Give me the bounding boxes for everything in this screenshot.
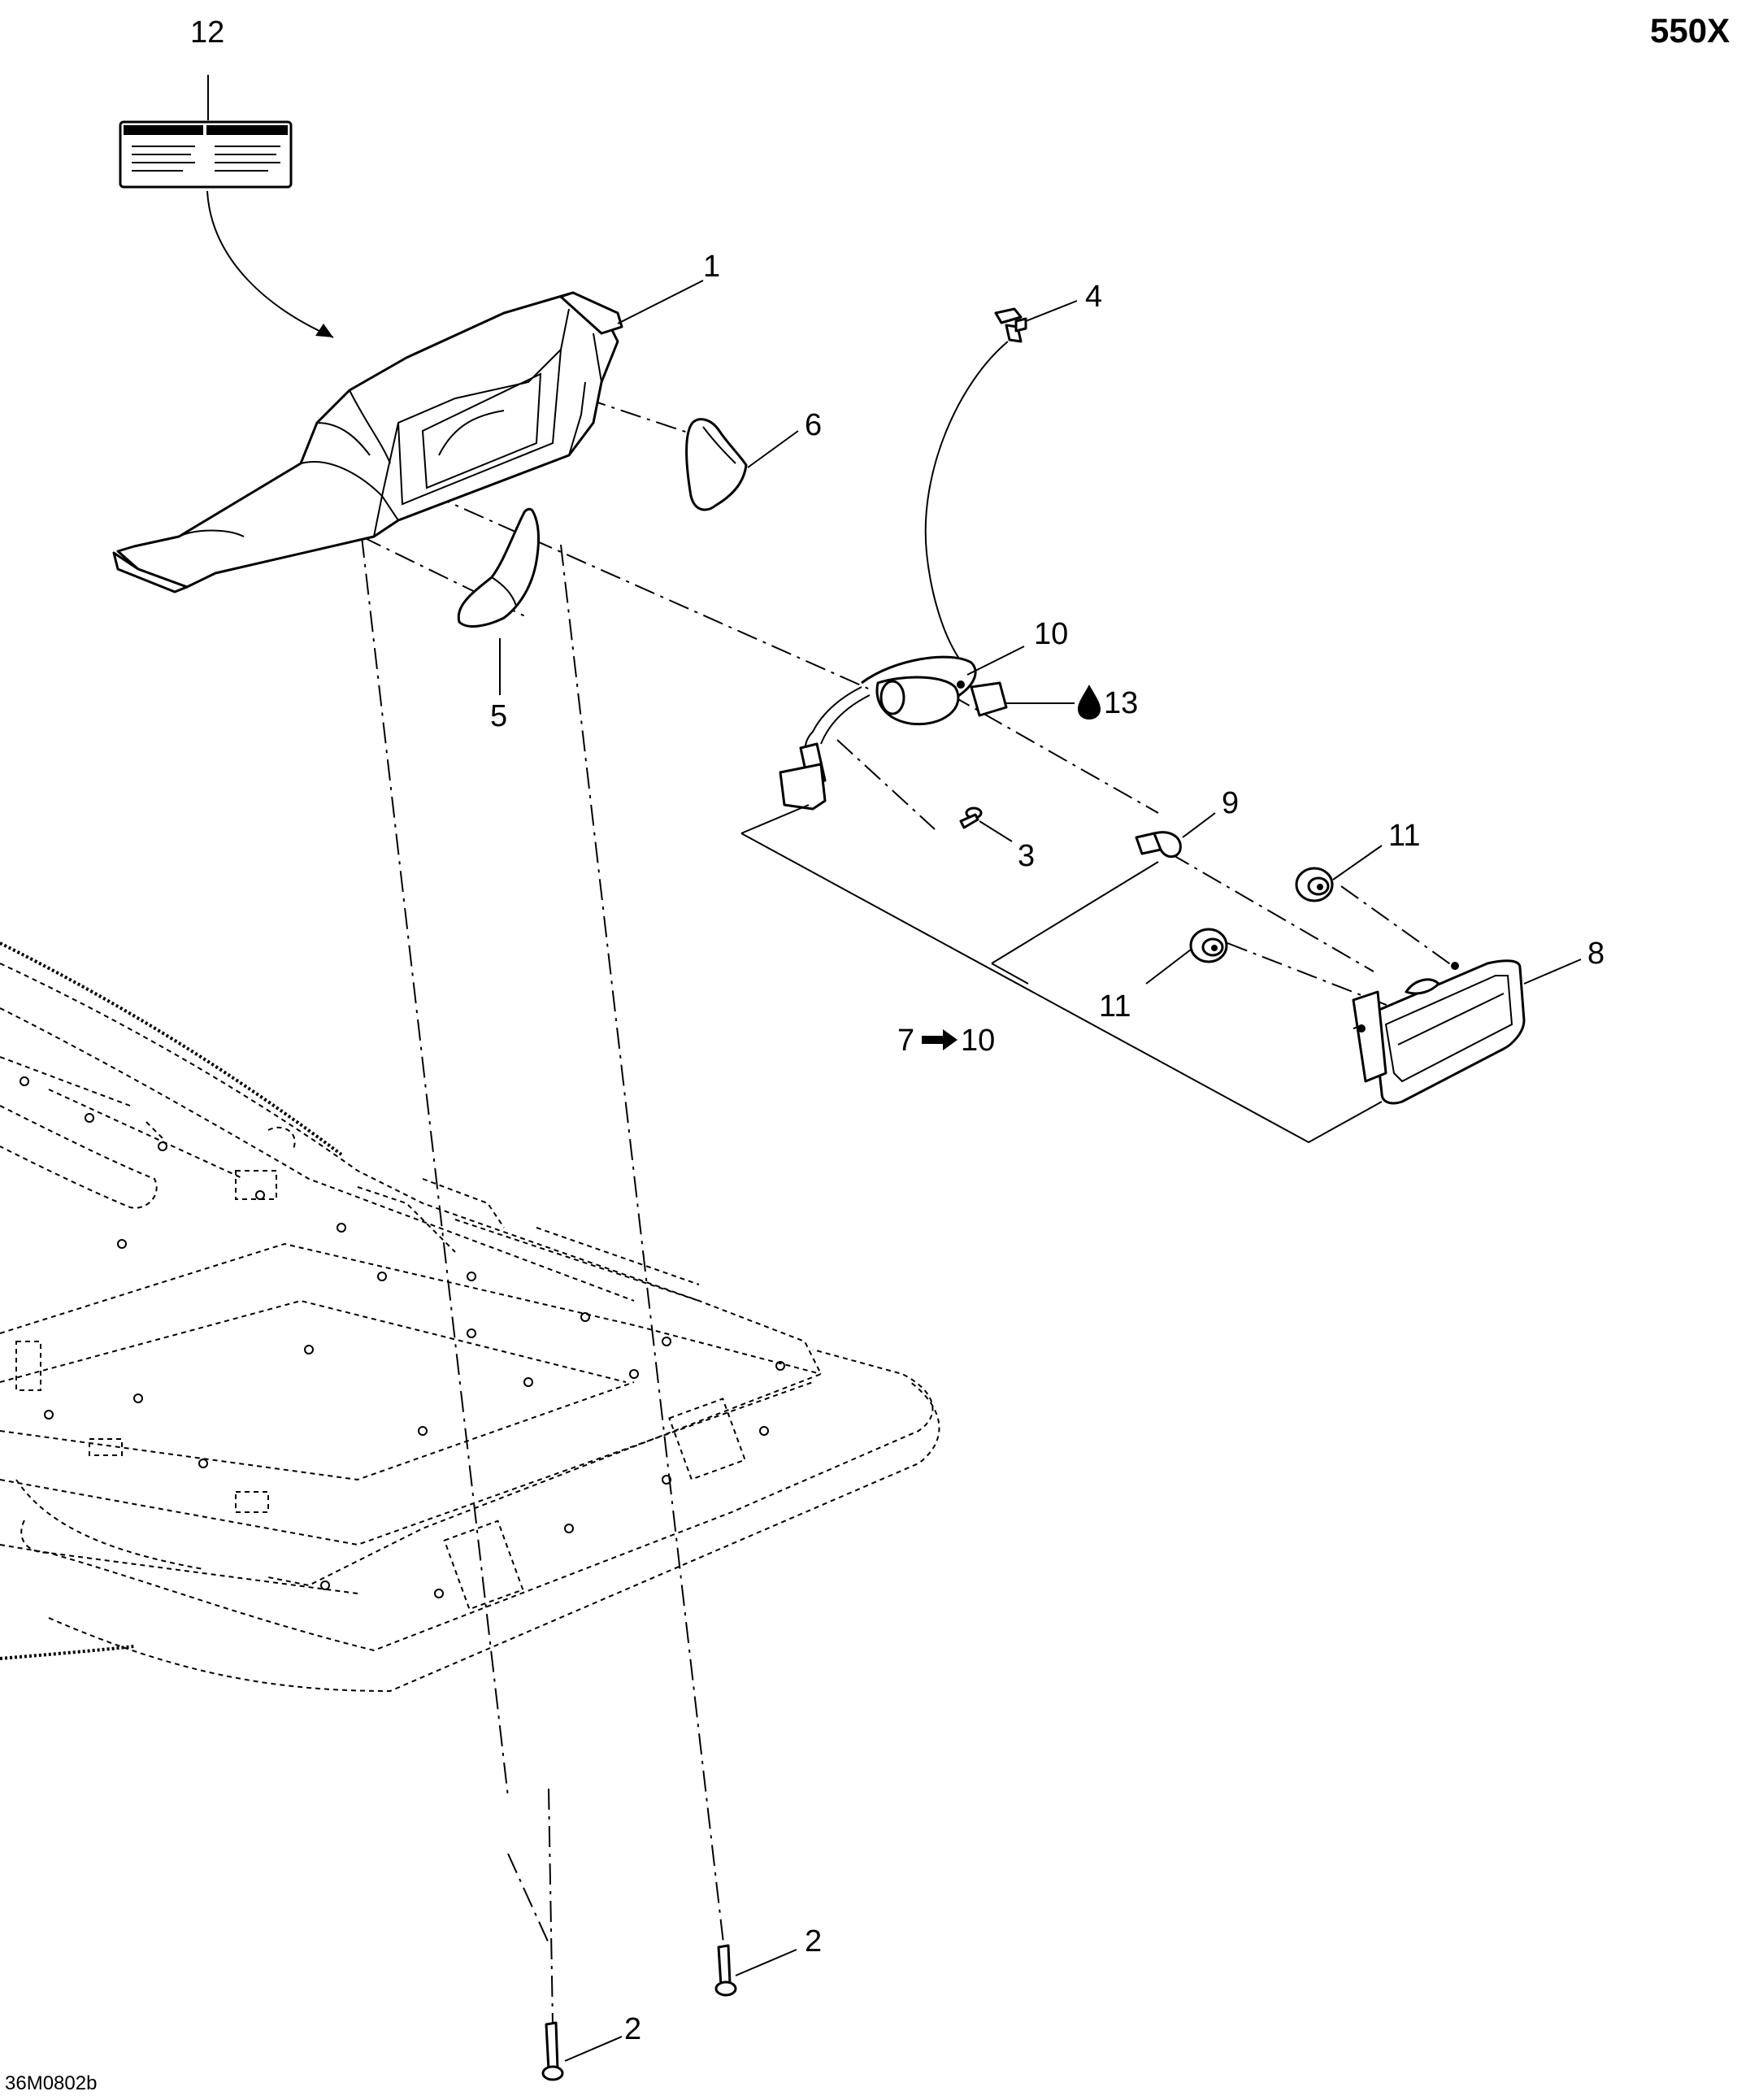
leader-1: [617, 280, 704, 324]
rear-rack: [112, 291, 623, 593]
leader-11a: [1332, 845, 1383, 880]
screw-2b: [541, 2021, 564, 2081]
bulb-9: [1135, 831, 1182, 859]
leader-2b: [564, 2036, 623, 2062]
leader-4: [1025, 300, 1078, 322]
callout-1: 1: [703, 250, 720, 284]
leader-8: [1523, 959, 1582, 985]
screw-3: [959, 807, 983, 829]
tail-light: [1352, 959, 1526, 1105]
wiring-harness: [779, 341, 1009, 811]
callout-2-bottom: 2: [624, 2012, 641, 2046]
side-panel-6: [685, 418, 748, 511]
assembly-lines: [361, 398, 1456, 2025]
side-panel-5: [457, 507, 540, 628]
callout-4: 4: [1085, 280, 1102, 314]
callout-8: 8: [1587, 937, 1605, 971]
leader-9: [1182, 812, 1216, 838]
chassis-frame: [0, 941, 940, 1693]
model-title: 550X: [1650, 11, 1730, 50]
callout-11-bottom: 11: [1099, 989, 1131, 1024]
callout-12: 12: [190, 15, 224, 50]
callout-13: 13: [1104, 686, 1138, 720]
callout-2-top: 2: [805, 1924, 822, 1959]
drawing-code: 36M0802b: [5, 2072, 97, 2094]
callout-11-top: 11: [1388, 819, 1420, 853]
connector-clip: [994, 307, 1027, 343]
callout-3: 3: [1018, 839, 1035, 873]
callout-10: 10: [1034, 617, 1068, 651]
callout-9: 9: [1222, 786, 1239, 820]
callout-6: 6: [805, 408, 822, 442]
leader-12-arrow: [206, 190, 334, 338]
leader-6: [747, 430, 799, 468]
arrow-right-icon: [922, 1029, 958, 1050]
callout-5: 5: [490, 699, 507, 733]
kit-bracket: [740, 804, 1383, 1144]
leader-10: [966, 646, 1025, 676]
adhesive-drop-icon: [1078, 685, 1101, 720]
warning-decal: [119, 120, 293, 189]
callout-7: 7: [897, 1024, 914, 1058]
screw-2a: [714, 1944, 737, 1997]
arrow-head-12: [315, 324, 333, 337]
grommet-11a: [1295, 867, 1334, 902]
leader-3: [979, 820, 1013, 842]
callout-7-to-10: 10: [961, 1024, 995, 1058]
leader-11b: [1145, 949, 1192, 985]
leader-2a: [735, 1949, 797, 1976]
grommet-11b: [1189, 928, 1228, 963]
